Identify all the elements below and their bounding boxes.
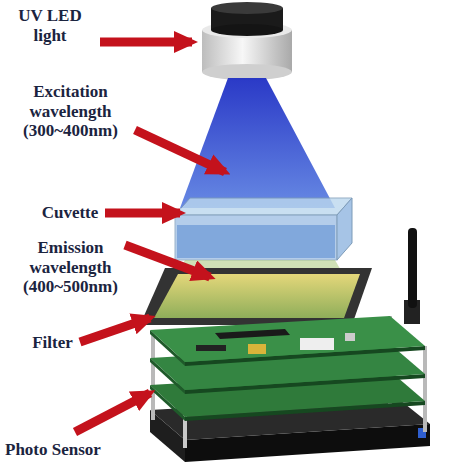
filter (140, 268, 372, 325)
callout-arrow (125, 245, 210, 277)
part-label: Excitation wavelength (300~400nm) (8, 82, 133, 141)
part-label: Photo Sensor (5, 440, 145, 460)
callout-arrow (135, 130, 225, 172)
part-label: Filter (20, 333, 85, 353)
callout-arrow (105, 209, 180, 218)
photo-sensor-board (150, 228, 430, 462)
part-label: Cuvette (30, 203, 110, 223)
uv-led (202, 2, 292, 80)
cuvette (175, 198, 352, 260)
excitation-beam (180, 78, 335, 208)
callout-arrow (100, 38, 192, 47)
part-label: UV LED light (5, 6, 95, 45)
callout-arrow (75, 393, 150, 432)
callout-arrow (80, 318, 150, 342)
part-label: Emission wavelength (400~500nm) (8, 238, 133, 297)
